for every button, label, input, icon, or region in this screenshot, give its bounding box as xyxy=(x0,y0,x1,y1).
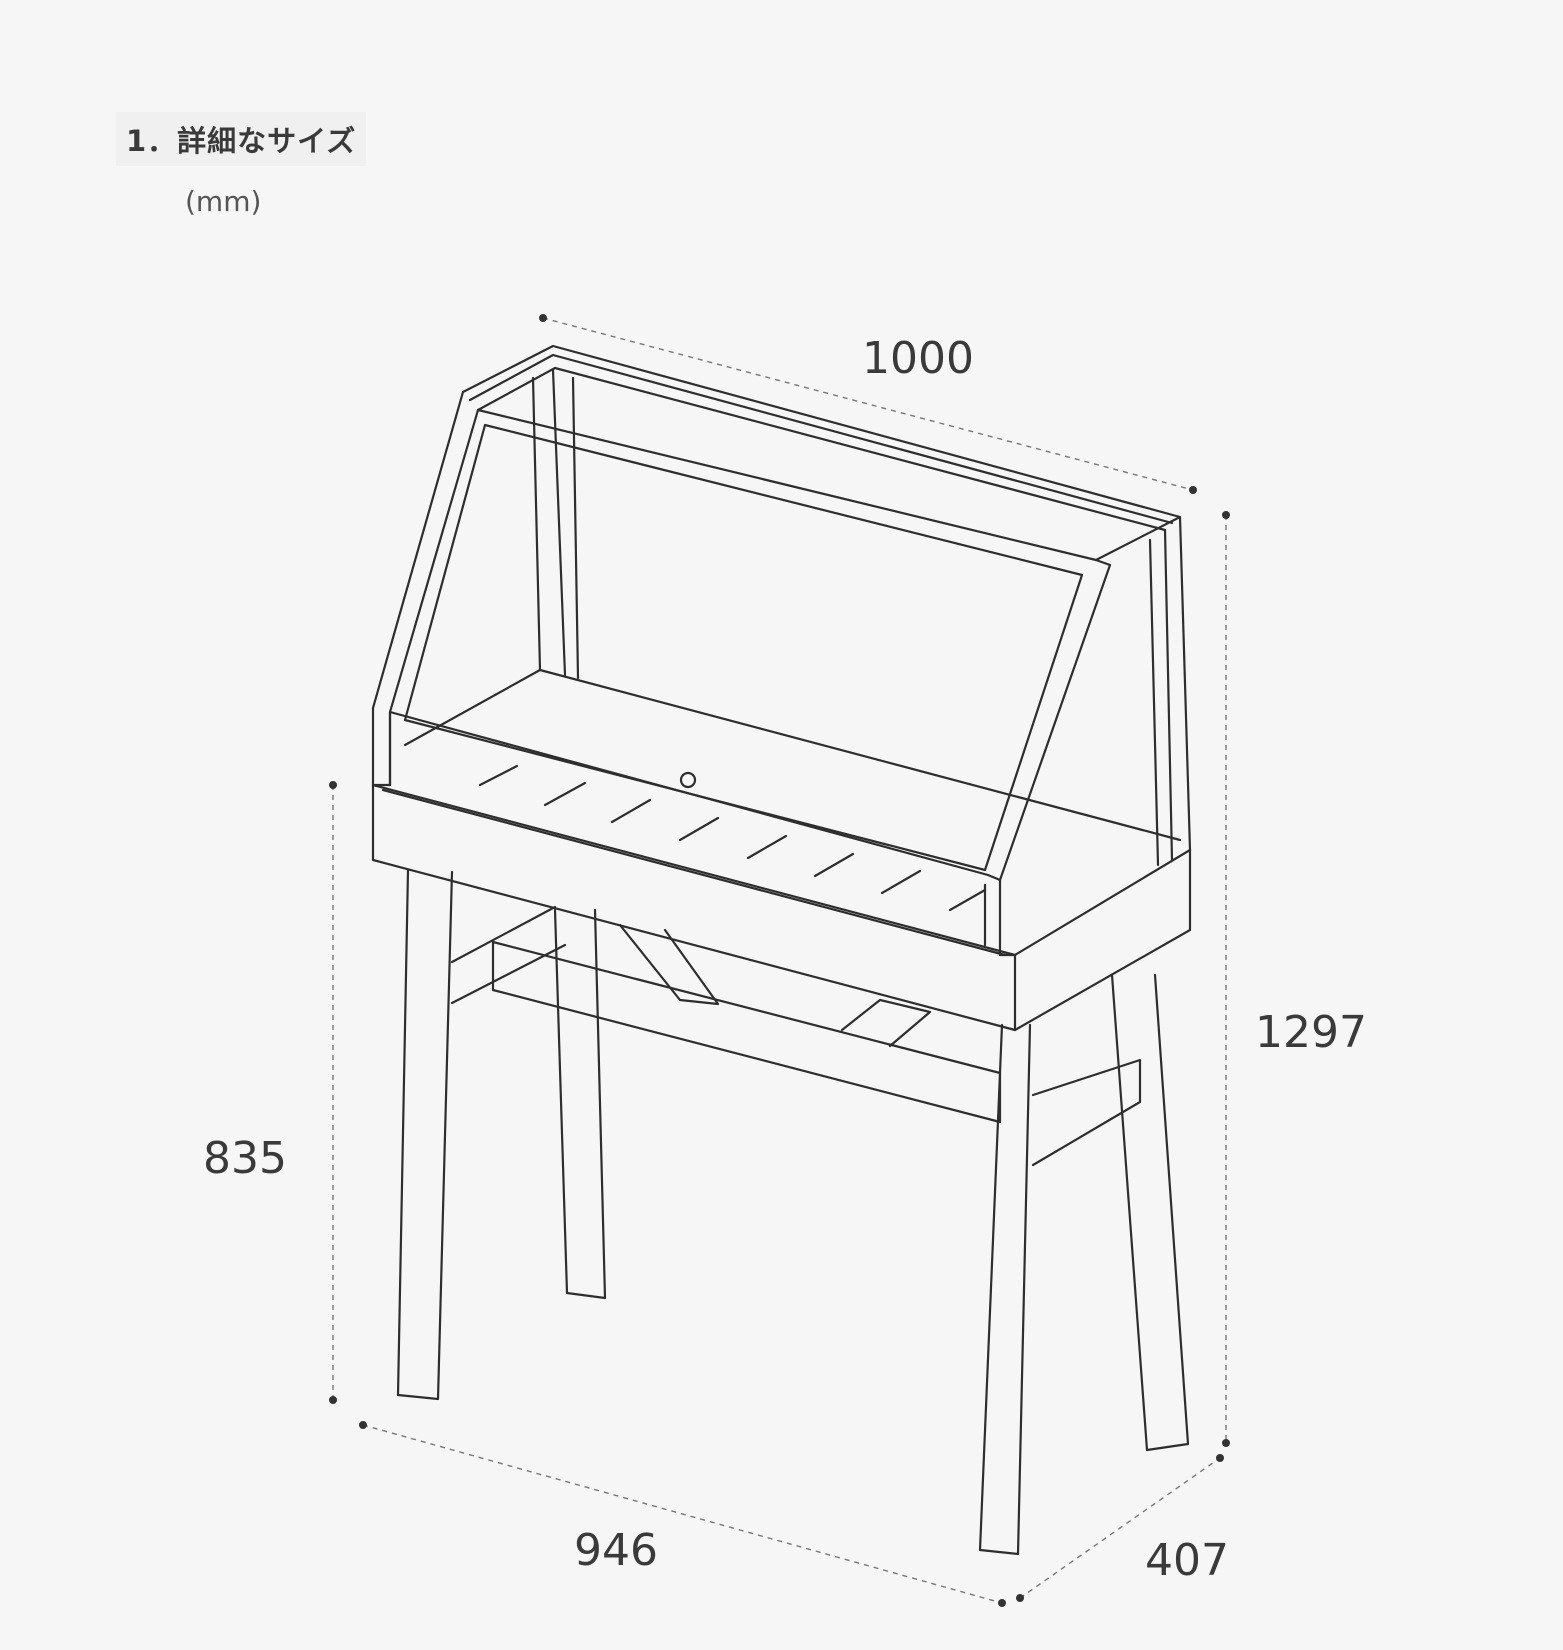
stretchers xyxy=(450,905,1142,1167)
legs xyxy=(396,868,1190,1556)
dimension-width-top: 1000 xyxy=(862,333,974,384)
dimension-height-total: 1297 xyxy=(1255,1007,1367,1058)
dimension-depth: 407 xyxy=(1145,1535,1229,1586)
unit-label: (mm) xyxy=(185,185,262,218)
glass-cover xyxy=(371,344,1192,957)
section-title: 1．詳細なサイズ xyxy=(116,112,367,166)
dimension-height-stand: 835 xyxy=(203,1133,287,1184)
dimension-lines xyxy=(329,314,1230,1607)
planter-box xyxy=(371,668,1192,1032)
dimension-width-bottom: 946 xyxy=(574,1525,658,1576)
